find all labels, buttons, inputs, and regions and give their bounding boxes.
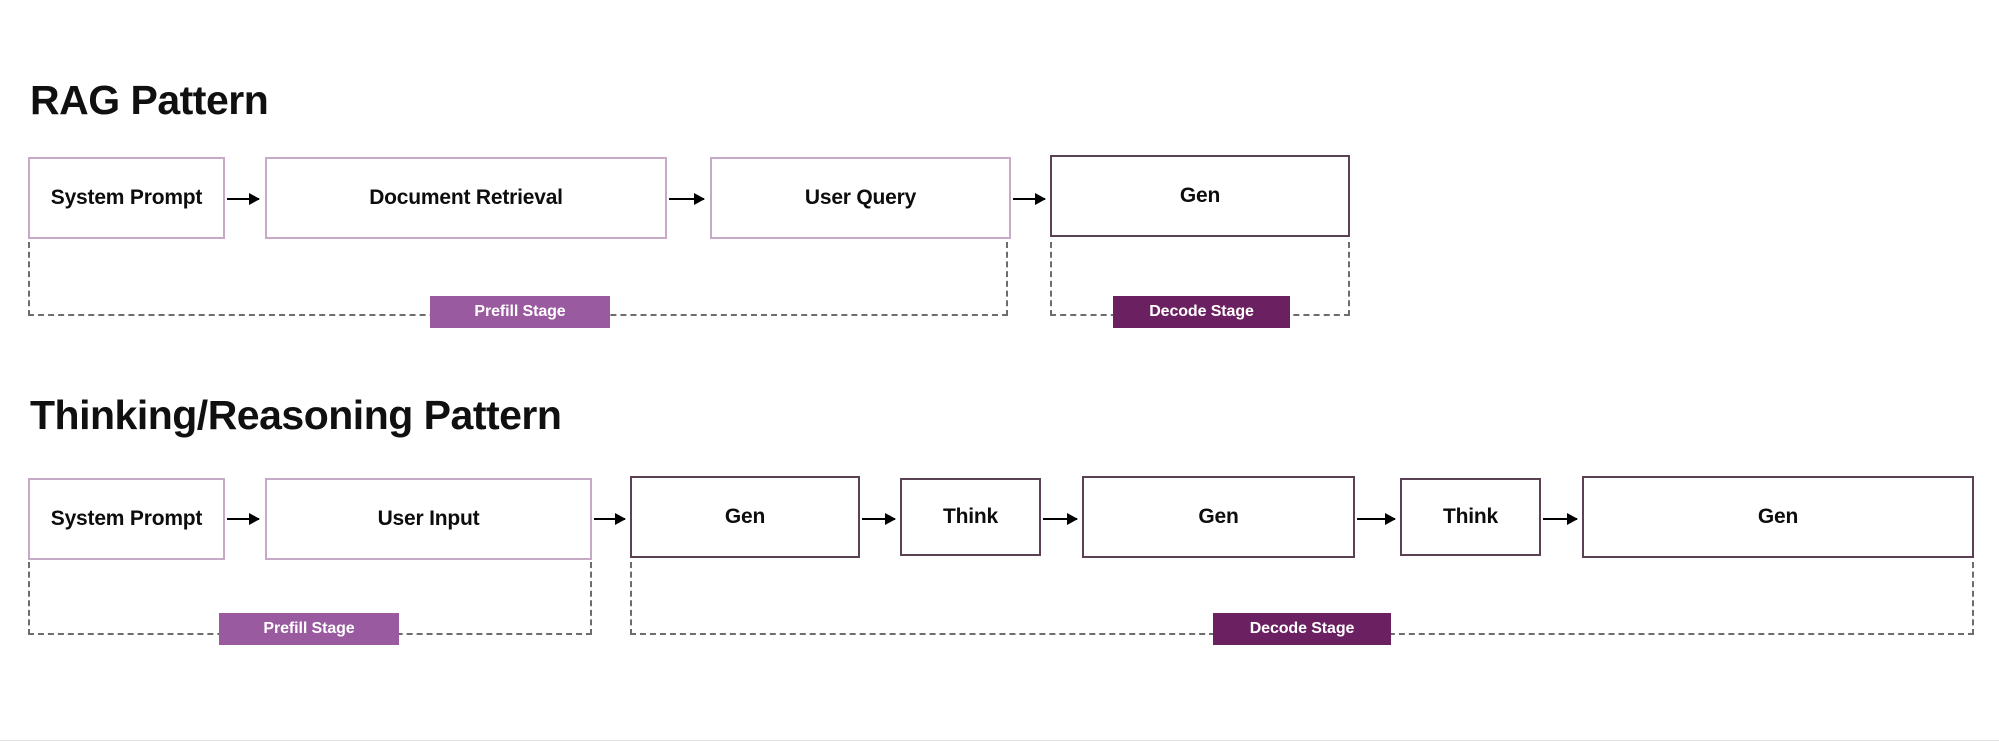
section-title-rag: RAG Pattern (30, 77, 269, 123)
arrow-user-input-to-gen-1 (594, 513, 626, 525)
flow-box-gen-2: Gen (1082, 476, 1355, 558)
arrow-system-prompt-to-user-input (227, 513, 260, 525)
arrow-think-1-to-gen-2 (1043, 513, 1078, 525)
stage-badge-prefill-thinking: Prefill Stage (219, 613, 399, 645)
flow-box-label: Gen (1198, 505, 1239, 528)
stage-badge-label: Decode Stage (1149, 303, 1254, 320)
flow-box-label: Document Retrieval (369, 186, 563, 209)
flow-box-label: System Prompt (50, 507, 203, 530)
flow-box-label: Gen (1179, 184, 1221, 207)
arrow-gen-1-to-think-1 (862, 513, 896, 525)
flow-box-gen-3: Gen (1582, 476, 1974, 558)
flow-box-label: Gen (1757, 505, 1799, 528)
flow-box-user-query: User Query (710, 157, 1011, 239)
arrow-think-2-to-gen-3 (1543, 513, 1578, 525)
flow-box-think-2: Think (1400, 478, 1541, 556)
arrow-document-retrieval-to-user-query (669, 193, 705, 205)
flow-box-label: Think (1443, 505, 1498, 528)
flow-box-think-1: Think (900, 478, 1041, 556)
flow-box-label: System Prompt (50, 186, 203, 209)
flow-box-document-retrieval: Document Retrieval (265, 157, 667, 239)
arrow-user-query-to-gen (1013, 193, 1046, 205)
flow-box-system-prompt-thinking: System Prompt (28, 478, 225, 560)
arrow-gen-2-to-think-2 (1357, 513, 1396, 525)
arrow-system-prompt-to-document-retrieval (227, 193, 260, 205)
flow-box-system-prompt-rag: System Prompt (28, 157, 225, 239)
stage-badge-label: Prefill Stage (474, 303, 566, 320)
flow-box-gen-rag: Gen (1050, 155, 1350, 237)
flow-box-user-input: User Input (265, 478, 592, 560)
stage-badge-label: Prefill Stage (263, 620, 355, 637)
flow-box-label: Think (943, 505, 998, 528)
flow-box-gen-1: Gen (630, 476, 860, 558)
stage-badge-decode-rag: Decode Stage (1113, 296, 1290, 328)
flow-box-label: User Query (804, 186, 917, 209)
section-title-thinking-reasoning: Thinking/Reasoning Pattern (30, 392, 562, 438)
flow-box-label: Gen (724, 505, 766, 528)
flow-box-label: User Input (377, 507, 480, 530)
stage-badge-label: Decode Stage (1249, 620, 1355, 637)
stage-badge-decode-thinking: Decode Stage (1213, 613, 1391, 645)
stage-badge-prefill-rag: Prefill Stage (430, 296, 610, 328)
